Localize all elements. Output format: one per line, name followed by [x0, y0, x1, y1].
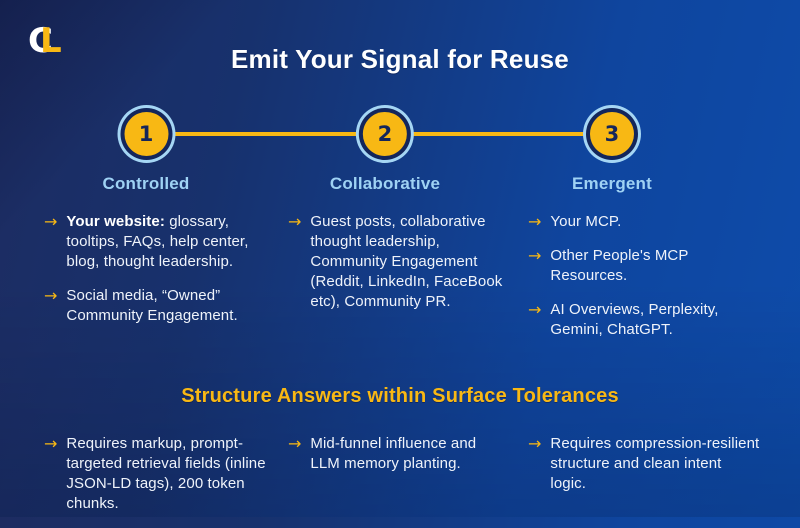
list-item-lead: Your website: [66, 213, 165, 230]
list-item-text: Mid-funnel influence and LLM memory plan… [310, 434, 506, 474]
arrow-bullet-icon: → [288, 434, 302, 453]
step-number: 3 [604, 122, 620, 146]
arrow-bullet-icon: → [44, 212, 58, 231]
list-item: → Your website: glossary, tooltips, FAQs… [44, 212, 288, 272]
list-item: → Mid-funnel influence and LLM memory pl… [288, 434, 528, 474]
arrow-bullet-icon: → [44, 434, 58, 453]
list-item-text: Requires markup, prompt-targeted retriev… [66, 434, 266, 514]
step-circle-1: 1 [124, 112, 168, 156]
timeline-step-collaborative: 2 Collaborative [330, 104, 440, 194]
timeline-step-controlled: 1 Controlled [103, 104, 190, 194]
list-item-body: Requires markup, prompt-targeted retriev… [66, 435, 266, 512]
column-collaborative-notes: → Mid-funnel influence and LLM memory pl… [288, 434, 528, 528]
list-item-body: Other People's MCP Resources. [550, 247, 689, 284]
step-label: Collaborative [329, 174, 441, 193]
list-item: → Requires markup, prompt-targeted retri… [44, 434, 288, 514]
list-item: → Other People's MCP Resources. [528, 246, 782, 286]
list-item: → Social media, “Owned” Community Engage… [44, 286, 288, 326]
list-item-text: Your MCP. [550, 212, 621, 232]
column-controlled-notes: → Requires markup, prompt-targeted retri… [44, 434, 288, 528]
list-item-text: AI Overviews, Perplexity, Gemini, ChatGP… [550, 300, 760, 340]
top-columns: → Your website: glossary, tooltips, FAQs… [0, 212, 800, 354]
step-label: Emergent [571, 174, 653, 193]
list-item: → Guest posts, collaborative thought lea… [288, 212, 528, 312]
column-emergent: → Your MCP. → Other People's MCP Resourc… [528, 212, 782, 354]
list-item: → Requires compression-resilient structu… [528, 434, 782, 494]
list-item-body: glossary, tooltips, FAQs, help center, b… [66, 213, 249, 270]
arrow-bullet-icon: → [528, 246, 542, 265]
bottom-columns: → Requires markup, prompt-targeted retri… [0, 434, 800, 528]
arrow-bullet-icon: → [528, 434, 542, 453]
step-circle-2: 2 [362, 112, 407, 156]
list-item-body: Requires compression-resilient structure… [550, 435, 760, 492]
arrow-bullet-icon: → [288, 212, 302, 231]
list-item-text: Social media, “Owned” Community Engageme… [66, 286, 266, 326]
list-item-body: Your MCP. [550, 213, 622, 230]
arrow-bullet-icon: → [528, 300, 542, 319]
list-item-body: Mid-funnel influence and LLM memory plan… [310, 435, 477, 472]
timeline-step-emergent: 3 Emergent [572, 104, 652, 194]
step-number: 2 [377, 122, 393, 146]
list-item-body: AI Overviews, Perplexity, Gemini, ChatGP… [550, 301, 719, 338]
step-circle-3: 3 [589, 112, 634, 156]
list-item: → AI Overviews, Perplexity, Gemini, Chat… [528, 300, 782, 340]
brand-logo: CL [28, 21, 62, 61]
column-controlled: → Your website: glossary, tooltips, FAQs… [44, 212, 288, 354]
list-item: → Your MCP. [528, 212, 782, 232]
step-label: Controlled [102, 174, 190, 193]
section-heading: Structure Answers within Surface Toleran… [181, 385, 619, 407]
page-title: Emit Your Signal for Reuse [231, 44, 569, 74]
step-number: 1 [138, 122, 154, 146]
timeline: 1 Controlled 2 Collaborative 3 Emergent [0, 104, 800, 200]
list-item-body: Guest posts, collaborative thought leade… [310, 213, 503, 310]
list-item-text: Guest posts, collaborative thought leade… [310, 212, 506, 312]
list-item-body: Social media, “Owned” Community Engageme… [66, 287, 238, 324]
logo-letter-c: C [28, 21, 53, 61]
list-item-text: Your website: glossary, tooltips, FAQs, … [66, 212, 266, 272]
column-collaborative: → Guest posts, collaborative thought lea… [288, 212, 528, 354]
list-item-text: Other People's MCP Resources. [550, 246, 760, 286]
arrow-bullet-icon: → [528, 212, 542, 231]
infographic-canvas: CL Emit Your Signal for Reuse 1 Controll… [0, 21, 800, 512]
column-emergent-notes: → Requires compression-resilient structu… [528, 434, 782, 528]
arrow-bullet-icon: → [44, 286, 58, 305]
logo-letter-l: L [39, 21, 62, 61]
list-item-text: Requires compression-resilient structure… [550, 434, 760, 494]
